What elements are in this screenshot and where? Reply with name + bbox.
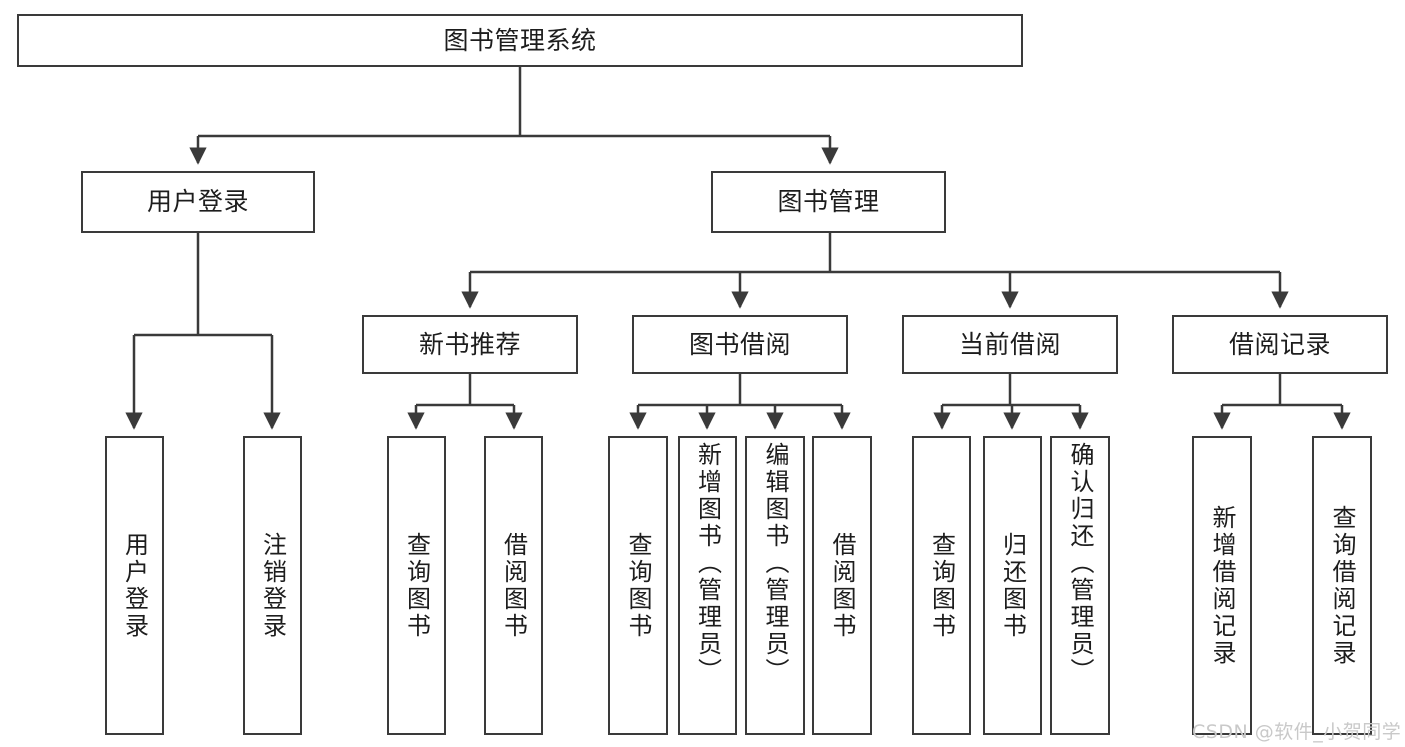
node-root-system[interactable]: 图书管理系统 — [17, 14, 1023, 67]
leaf-book-borrow-edit-admin[interactable]: 编辑图书（管理员） — [745, 436, 805, 735]
node-label: 新增图书（管理员） — [693, 442, 722, 685]
leaf-book-borrow-query[interactable]: 查询图书 — [608, 436, 668, 735]
node-label: 新增借阅记录 — [1208, 504, 1236, 667]
node-label: 查询图书 — [927, 531, 956, 640]
node-book-borrow[interactable]: 图书借阅 — [632, 315, 848, 374]
node-label: 用户登录 — [146, 187, 249, 217]
node-label: 图书管理 — [777, 187, 880, 217]
leaf-current-borrow-confirm-admin[interactable]: 确认归还（管理员） — [1050, 436, 1110, 735]
node-label: 归还图书 — [998, 531, 1027, 640]
leaf-borrow-record-add[interactable]: 新增借阅记录 — [1192, 436, 1252, 735]
node-label: 图书借阅 — [688, 329, 791, 359]
leaf-borrow-record-query[interactable]: 查询借阅记录 — [1312, 436, 1372, 735]
leaf-user-login-signin[interactable]: 用户登录 — [105, 436, 164, 735]
node-label: 用户登录 — [120, 531, 149, 640]
node-label: 借阅图书 — [499, 531, 528, 640]
node-user-login[interactable]: 用户登录 — [81, 171, 315, 233]
csdn-watermark: CSDN @软件_小贺同学 — [1192, 721, 1402, 743]
leaf-user-login-signout[interactable]: 注销登录 — [243, 436, 302, 735]
edge-bookmgmt-to-level3 — [461, 232, 1289, 309]
leaf-book-borrow-borrow[interactable]: 借阅图书 — [812, 436, 872, 735]
node-label: 借阅图书 — [828, 531, 856, 640]
node-label: 当前借阅 — [958, 329, 1061, 359]
node-label: 借阅记录 — [1228, 329, 1331, 359]
leaf-book-borrow-add-admin[interactable]: 新增图书（管理员） — [678, 436, 737, 735]
node-book-management[interactable]: 图书管理 — [711, 171, 946, 233]
leaf-current-borrow-return[interactable]: 归还图书 — [983, 436, 1042, 735]
node-label: 确认归还（管理员） — [1066, 442, 1094, 685]
edge-userlogin-to-leaves — [125, 232, 281, 430]
node-label: 编辑图书（管理员） — [761, 442, 789, 685]
node-label: 查询借阅记录 — [1328, 504, 1356, 667]
node-label: 注销登录 — [258, 531, 287, 640]
leaf-new-book-query[interactable]: 查询图书 — [387, 436, 446, 735]
node-borrow-record[interactable]: 借阅记录 — [1172, 315, 1388, 374]
leaf-current-borrow-query[interactable]: 查询图书 — [912, 436, 971, 735]
edge-borrowrecord-to-leaves — [1213, 374, 1351, 430]
node-label: 查询图书 — [624, 531, 652, 640]
edge-newbook-to-leaves — [407, 374, 523, 430]
node-new-book-recommend[interactable]: 新书推荐 — [362, 315, 578, 374]
node-current-borrow[interactable]: 当前借阅 — [902, 315, 1118, 374]
edge-bookborrow-to-leaves — [629, 374, 851, 430]
node-label: 查询图书 — [402, 531, 431, 640]
edge-root-to-level2 — [189, 66, 839, 165]
leaf-new-book-borrow[interactable]: 借阅图书 — [484, 436, 543, 735]
edge-currentborrow-to-leaves — [933, 374, 1089, 430]
node-label: 新书推荐 — [418, 329, 521, 359]
node-label: 图书管理系统 — [443, 25, 597, 55]
